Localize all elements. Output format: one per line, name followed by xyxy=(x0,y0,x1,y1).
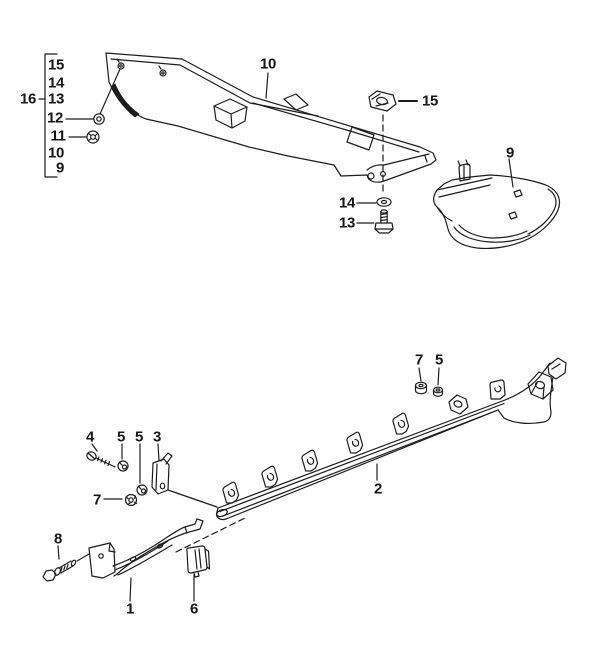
washer-12-drawing xyxy=(93,113,105,125)
callout-clip-15: 15 xyxy=(422,92,438,110)
callout-clip-6: 6 xyxy=(190,600,198,618)
callout-washer-14: 14 xyxy=(339,194,355,212)
callout-group-16: 16 xyxy=(20,90,36,108)
washer-5a-drawing xyxy=(117,460,129,472)
washer-5b-drawing xyxy=(136,484,148,496)
leader-8 xyxy=(57,545,60,560)
list-item-15: 15 xyxy=(48,56,64,74)
list-item-10: 10 xyxy=(48,144,64,162)
strip-end-bracket xyxy=(527,371,554,400)
callout-washer-5a: 5 xyxy=(117,428,125,446)
callout-strip-2: 2 xyxy=(374,480,382,498)
list-item-13: 13 xyxy=(48,90,64,108)
bracket-3-drawing xyxy=(151,452,173,495)
cover-panel-drawing xyxy=(433,159,561,250)
support-bracket-drawing xyxy=(88,518,204,579)
leader-4 xyxy=(91,443,98,452)
underbody-panel-drawing xyxy=(105,52,437,183)
leader-5-upper xyxy=(437,367,440,386)
sill-strip-drawing xyxy=(215,357,567,521)
screw-13-drawing xyxy=(374,209,394,234)
strip-clip-5 xyxy=(392,412,410,435)
leader-7-upper xyxy=(418,367,422,382)
rivet-8-drawing xyxy=(42,559,77,582)
callout-support-1: 1 xyxy=(126,600,134,618)
callout-panel-10: 10 xyxy=(260,55,276,73)
callout-screw-4: 4 xyxy=(86,428,94,446)
leader-3-to-strip xyxy=(167,489,218,508)
strip-clip-4 xyxy=(346,431,364,454)
strip-clip-6 xyxy=(448,394,469,415)
callout-washer-5b: 5 xyxy=(135,428,143,446)
list-item-14: 14 xyxy=(48,74,64,92)
list-item-9: 9 xyxy=(56,159,64,177)
callout-nut-7-lower: 7 xyxy=(93,491,101,509)
nut-11-drawing xyxy=(86,130,100,144)
leader-12-to-panel xyxy=(99,68,121,115)
list-item-11: 11 xyxy=(50,127,66,145)
washer-5-upper-drawing xyxy=(432,386,444,397)
washer-14-drawing xyxy=(376,197,392,207)
leader-8-to-support xyxy=(76,553,90,562)
strip-clip-7 xyxy=(489,379,506,400)
callout-nut-7-upper: 7 xyxy=(415,351,423,369)
strip-clip-2 xyxy=(261,465,279,488)
callout-washer-5-upper: 5 xyxy=(435,351,443,369)
leader-10 xyxy=(265,72,269,99)
callout-rivet-8: 8 xyxy=(54,530,62,548)
parts-list-bracket xyxy=(44,53,58,178)
clip-6-drawing xyxy=(186,545,211,578)
callout-screw-13: 13 xyxy=(339,214,355,232)
assembly-dashed-leader xyxy=(175,517,246,553)
leader-9 xyxy=(508,158,514,188)
screw-4-drawing xyxy=(86,451,116,468)
nut-7-lower-drawing xyxy=(124,493,138,507)
strip-end-clip xyxy=(547,357,567,380)
strip-clip-1 xyxy=(222,481,240,504)
leader-3 xyxy=(157,443,160,462)
speed-nut-clip-drawing xyxy=(368,90,397,112)
list-item-12: 12 xyxy=(47,109,63,127)
nut-7-upper-drawing xyxy=(414,381,428,395)
callout-bracket-3: 3 xyxy=(153,428,161,446)
strip-clip-3 xyxy=(301,449,319,472)
callout-cover-9: 9 xyxy=(506,144,514,162)
leader-1 xyxy=(129,577,132,602)
